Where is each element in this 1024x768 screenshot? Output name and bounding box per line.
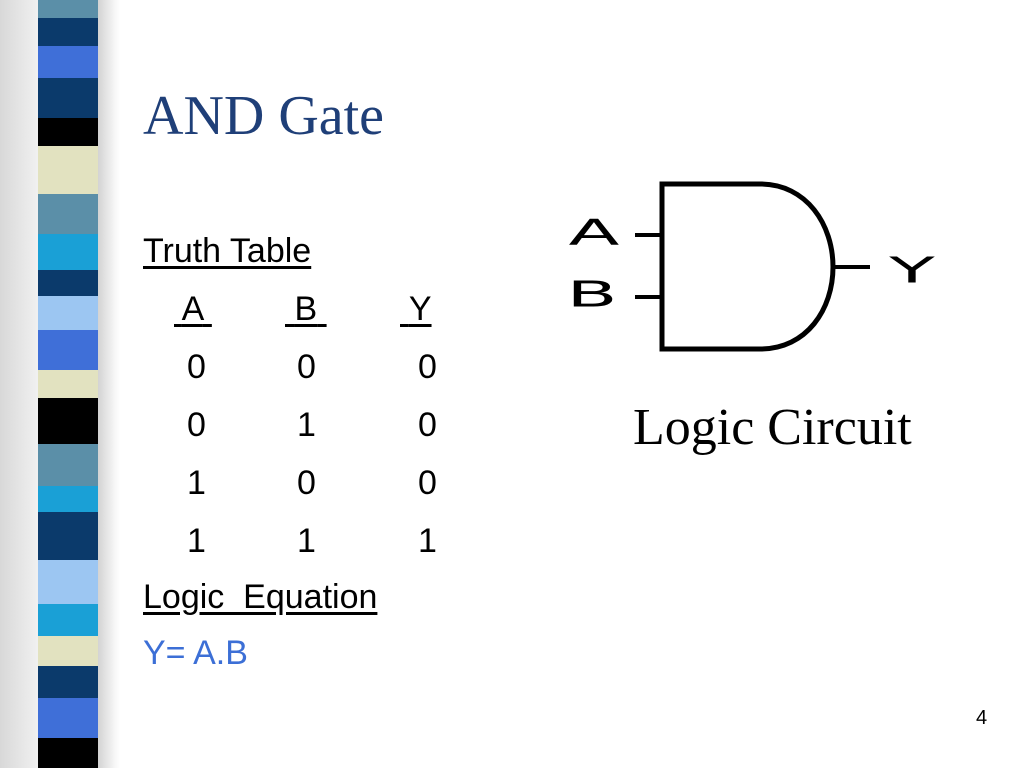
decorative-stripe (38, 444, 98, 486)
decorative-stripe (38, 270, 98, 296)
truth-table-cell: 0 (187, 406, 206, 444)
truth-table-cell: 1 (418, 522, 437, 560)
decorative-stripe (38, 486, 98, 512)
decorative-stripe (38, 698, 98, 738)
output-y-label: Y (888, 249, 935, 291)
truth-table-cell: 0 (418, 406, 437, 444)
truth-table-cell: 1 (187, 522, 206, 560)
decorative-stripe (38, 296, 98, 330)
truth-table-cell: 1 (297, 522, 316, 560)
decorative-stripe (38, 46, 98, 78)
decorative-stripe (38, 234, 98, 270)
truth-table-header-b: B (294, 290, 318, 328)
decorative-stripe (38, 146, 98, 194)
stripe-bar-shadow-left (0, 0, 40, 768)
page-number: 4 (976, 707, 988, 729)
decorative-stripe (38, 560, 98, 604)
truth-table-header-y: Y (408, 290, 432, 328)
truth-table-cell: 1 (187, 464, 206, 502)
decorative-stripe (38, 512, 98, 560)
slide-title: AND Gate (143, 85, 385, 147)
logic-equation-heading: Logic Equation (143, 578, 378, 616)
logic-equation: Y= A.B (143, 634, 248, 672)
stripe-bar-shadow-right (96, 0, 120, 768)
decorative-stripe (38, 738, 98, 768)
logic-circuit-caption: Logic Circuit (633, 399, 912, 456)
truth-table-cell: 1 (297, 406, 316, 444)
input-b-label: B (566, 273, 617, 315)
decorative-stripe (38, 194, 98, 234)
decorative-stripe (38, 0, 98, 18)
decorative-stripe (38, 330, 98, 370)
truth-table-cell: 0 (418, 348, 437, 386)
decorative-stripe (38, 118, 98, 146)
decorative-stripe-bar (0, 0, 120, 768)
truth-table-cell: 0 (297, 348, 316, 386)
and-gate-diagram: A B Y (566, 181, 935, 352)
input-a-label: A (569, 211, 620, 253)
decorative-stripe (38, 398, 98, 444)
decorative-stripe (38, 604, 98, 636)
decorative-stripe (38, 78, 98, 118)
truth-table-header-a: A (181, 290, 203, 328)
truth-table-cell: 0 (418, 464, 437, 502)
decorative-stripe (38, 636, 98, 666)
and-gate-symbol (659, 181, 836, 352)
truth-table-heading: Truth Table (143, 232, 312, 270)
truth-table-cell: 0 (187, 348, 206, 386)
decorative-stripe (38, 666, 98, 698)
decorative-stripe (38, 370, 98, 398)
truth-table-cell: 0 (297, 464, 316, 502)
decorative-stripe (38, 18, 98, 46)
